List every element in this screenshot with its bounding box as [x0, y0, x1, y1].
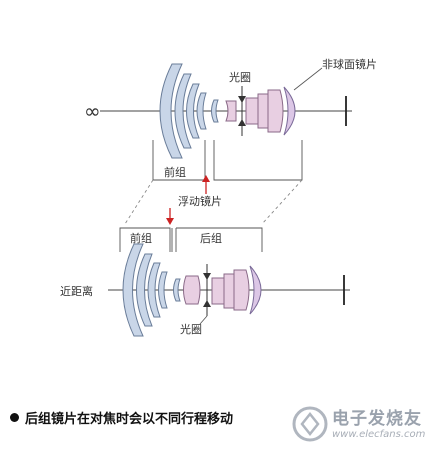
infinity-symbol: ∞	[84, 99, 101, 123]
front-group-bracket-top	[152, 140, 206, 181]
aspheric-leader	[293, 67, 323, 91]
front-lens-3	[186, 83, 200, 139]
front-group-bracket-bottom	[119, 227, 171, 252]
front-lens-2	[174, 73, 192, 149]
aspheric-lens-label: 非球面镜片	[322, 57, 377, 71]
rear-lens-b3	[223, 273, 235, 309]
aspheric-lens-top	[283, 86, 296, 136]
caption: 后组镜片在对焦时会以不同行程移动	[10, 408, 233, 427]
top-optical-diagram	[100, 63, 352, 225]
bullet-icon	[10, 413, 19, 422]
front-group-label-bottom: 前组	[130, 231, 152, 245]
dashed-guide-right	[261, 179, 303, 225]
front-lens-b4	[158, 271, 168, 309]
front-lens-4	[196, 92, 207, 130]
rear-group-label: 后组	[200, 231, 222, 245]
rear-lens-b4	[233, 269, 250, 311]
rear-group-bracket-bottom	[176, 227, 263, 252]
floating-lens-top	[211, 99, 219, 123]
watermark: 电子发烧友 www.elecfans.com	[288, 398, 436, 454]
front-lens-b3	[147, 262, 161, 318]
aperture-label-top: 光圈	[229, 70, 251, 84]
floating-lens-label: 浮动镜片	[178, 194, 222, 208]
rear-lens-2	[245, 97, 259, 125]
aperture-label-bottom: 光圈	[180, 322, 202, 336]
bottom-optical-diagram	[108, 227, 350, 337]
rear-group-bracket-top	[213, 140, 303, 181]
aspheric-lens-bottom	[249, 265, 262, 315]
caption-text: 后组镜片在对焦时会以不同行程移动	[25, 412, 234, 427]
rear-lens-1	[225, 100, 237, 122]
near-distance-label: 近距离	[60, 284, 93, 298]
front-group-label-top: 前组	[164, 165, 186, 179]
front-lens-b1	[122, 243, 144, 337]
watermark-sub-text: www.elecfans.com	[332, 429, 426, 440]
floating-lens-bottom	[173, 278, 181, 302]
watermark-main-text: 电子发烧友	[332, 409, 422, 429]
watermark-logo-icon	[292, 406, 328, 442]
rear-lens-4	[267, 89, 284, 133]
rear-lens-b1	[183, 275, 201, 305]
rear-lens-3	[257, 93, 269, 129]
front-lens-b2	[136, 253, 153, 327]
rear-lens-b2	[211, 277, 225, 305]
front-lens-1	[159, 63, 183, 159]
dashed-guide-left	[124, 179, 154, 225]
